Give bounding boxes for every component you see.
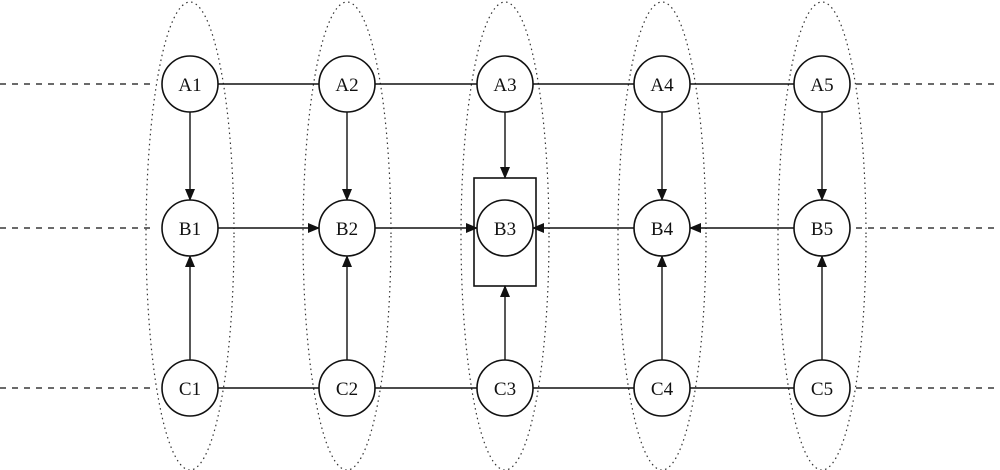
edges bbox=[185, 83, 827, 389]
column-group-1 bbox=[145, 1, 235, 470]
node-c5-label: C5 bbox=[811, 379, 833, 400]
node-c5-circle bbox=[793, 359, 851, 417]
node-b4-label: B4 bbox=[651, 219, 674, 240]
column-group-5 bbox=[777, 1, 867, 470]
node-a3: A3 bbox=[476, 55, 534, 113]
node-a2-circle bbox=[318, 55, 376, 113]
node-a1: A1 bbox=[161, 55, 219, 113]
node-c4-circle bbox=[633, 359, 691, 417]
node-b5-circle bbox=[793, 199, 851, 257]
node-b2: B2 bbox=[318, 199, 376, 257]
node-a2-label: A2 bbox=[335, 75, 358, 96]
node-b1: B1 bbox=[161, 199, 219, 257]
node-a4-label: A4 bbox=[650, 75, 674, 96]
row-continuations bbox=[0, 83, 1000, 389]
column-group-3 bbox=[460, 1, 550, 470]
node-b2-label: B2 bbox=[336, 219, 358, 240]
highlight-box bbox=[473, 177, 537, 287]
node-b5: B5 bbox=[793, 199, 851, 257]
node-a4-circle bbox=[633, 55, 691, 113]
node-a3-circle bbox=[476, 55, 534, 113]
node-c2: C2 bbox=[318, 359, 376, 417]
node-c2-label: C2 bbox=[336, 379, 358, 400]
node-c4: C4 bbox=[633, 359, 691, 417]
node-b1-label: B1 bbox=[179, 219, 201, 240]
node-c1: C1 bbox=[161, 359, 219, 417]
node-a1-label: A1 bbox=[178, 75, 201, 96]
node-b2-circle bbox=[318, 199, 376, 257]
node-b3-label: B3 bbox=[494, 219, 516, 240]
node-a3-label: A3 bbox=[493, 75, 516, 96]
node-c3: C3 bbox=[476, 359, 534, 417]
node-b3-circle bbox=[476, 199, 534, 257]
node-c3-label: C3 bbox=[494, 379, 516, 400]
node-a5-label: A5 bbox=[810, 75, 833, 96]
node-a5: A5 bbox=[793, 55, 851, 113]
node-b4-circle bbox=[633, 199, 691, 257]
node-c5: C5 bbox=[793, 359, 851, 417]
column-group-2 bbox=[302, 1, 392, 470]
node-c2-circle bbox=[318, 359, 376, 417]
node-a1-circle bbox=[161, 55, 219, 113]
node-c1-circle bbox=[161, 359, 219, 417]
column-group-4 bbox=[617, 1, 707, 470]
node-a4: A4 bbox=[633, 55, 691, 113]
node-b1-circle bbox=[161, 199, 219, 257]
node-c3-circle bbox=[476, 359, 534, 417]
node-a5-circle bbox=[793, 55, 851, 113]
node-a2: A2 bbox=[318, 55, 376, 113]
node-b4: B4 bbox=[633, 199, 691, 257]
node-b3: B3 bbox=[476, 199, 534, 257]
node-c1-label: C1 bbox=[179, 379, 201, 400]
node-b5-label: B5 bbox=[811, 219, 833, 240]
column-groups bbox=[145, 1, 867, 470]
highlight-layer bbox=[473, 177, 537, 287]
node-c4-label: C4 bbox=[651, 379, 674, 400]
